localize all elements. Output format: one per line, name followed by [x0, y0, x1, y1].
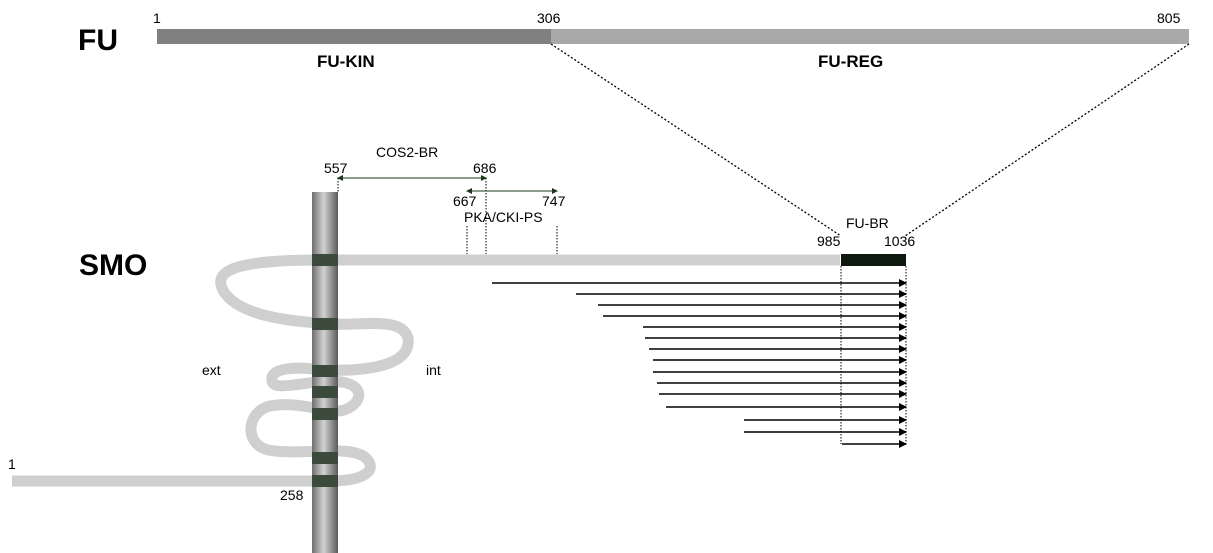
projection-line-left — [550, 43, 842, 237]
transmembrane-bands — [312, 254, 338, 487]
cos2-br-start-number: 557 — [324, 160, 348, 176]
tm-band — [312, 475, 338, 487]
pka-cki-start-number: 667 — [453, 193, 477, 209]
smo-chain — [12, 254, 840, 487]
fu-mid-number: 306 — [537, 10, 561, 26]
int-label: int — [426, 362, 441, 378]
fu-end-number: 805 — [1157, 10, 1181, 26]
fu-start-number: 1 — [153, 10, 161, 26]
cos2-br-label: COS2-BR — [376, 144, 438, 160]
tm-band — [312, 254, 338, 266]
fu-kinase-domain — [157, 29, 551, 44]
cos2-br-end-number: 686 — [473, 160, 497, 176]
deletion-constructs — [492, 279, 907, 448]
projection-line-right — [904, 43, 1190, 237]
fu-br-start-number: 985 — [817, 233, 841, 249]
tm-band — [312, 408, 338, 420]
smo-label: SMO — [79, 249, 147, 282]
fu-br-label: FU-BR — [846, 215, 889, 231]
smo-tm-end-number: 258 — [280, 487, 304, 503]
fu-reg-label: FU-REG — [818, 52, 883, 71]
tm-band — [312, 452, 338, 464]
tm-band — [312, 318, 338, 330]
smo-start-number: 1 — [8, 456, 16, 472]
tm-band — [312, 386, 338, 398]
fu-br-end-number: 1036 — [884, 233, 915, 249]
fu-br-domain — [841, 254, 906, 266]
tm-band — [312, 365, 338, 377]
pka-cki-label: PKA/CKI-PS — [464, 209, 543, 225]
fu-label: FU — [78, 24, 118, 57]
pka-cki-end-number: 747 — [542, 193, 566, 209]
fu-regulatory-domain — [551, 29, 1189, 44]
ext-label: ext — [202, 362, 221, 378]
fu-kin-label: FU-KIN — [317, 52, 375, 71]
